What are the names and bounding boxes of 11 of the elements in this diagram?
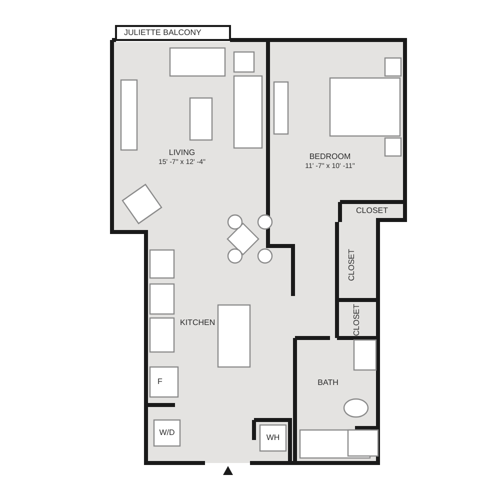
appliance-label: W/D [159,429,175,437]
room-label: BATH [318,379,338,387]
appliance-label: WH [266,434,280,442]
balcony-label: JULIETTE BALCONY [124,29,202,37]
closet-label: CLOSET [353,304,361,336]
room-label: BEDROOM [309,153,351,161]
room-label: KITCHEN [180,319,216,327]
closet-label: CLOSET [356,207,388,215]
room-label: LIVING [168,149,196,157]
appliance-label: F [158,378,162,386]
closet-label: CLOSET [348,249,356,281]
